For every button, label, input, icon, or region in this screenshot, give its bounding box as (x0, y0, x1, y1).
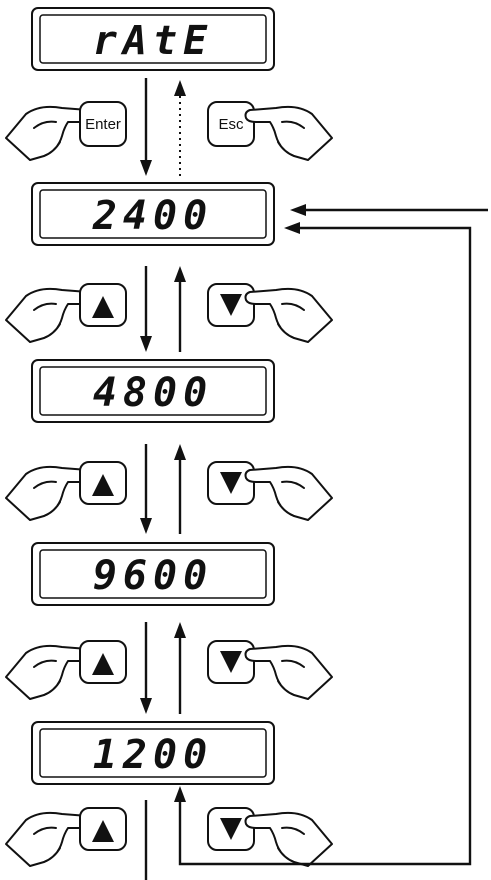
enter-key[interactable]: Enter (80, 102, 126, 146)
row-up-down-2 (6, 462, 332, 520)
down-key[interactable] (208, 462, 254, 504)
incoming-arrowhead (290, 204, 306, 216)
display-4800: 4800 (32, 360, 274, 422)
down-arrowhead (140, 160, 152, 176)
display-rate: rAtE (32, 8, 274, 70)
down-key[interactable] (208, 284, 254, 326)
up-key[interactable] (80, 641, 126, 683)
display-4800-text: 4800 (93, 370, 213, 416)
right-hand-icon (246, 646, 333, 699)
right-hand-icon (246, 813, 333, 866)
loop-return-arrowhead (284, 222, 300, 234)
down-arrowhead (140, 698, 152, 714)
up-key[interactable] (80, 808, 126, 850)
display-1200: 1200 (32, 722, 274, 784)
right-hand-icon (246, 107, 333, 160)
up-key[interactable] (80, 284, 126, 326)
esc-key-label: Esc (218, 116, 244, 133)
right-hand-icon (246, 289, 333, 342)
row-up-down-3 (6, 641, 332, 699)
up-arrowhead (174, 266, 186, 282)
row-up-down-4 (6, 808, 332, 866)
display-2400: 2400 (32, 183, 274, 245)
row-up-down-1 (6, 284, 332, 342)
down-arrowhead (140, 518, 152, 534)
display-9600: 9600 (32, 543, 274, 605)
down-arrowhead (140, 336, 152, 352)
up-key[interactable] (80, 462, 126, 504)
esc-key[interactable]: Esc (208, 102, 254, 146)
right-hand-icon (246, 467, 333, 520)
display-9600-text: 9600 (93, 553, 213, 599)
down-key[interactable] (208, 808, 254, 850)
row-enter-esc: Enter Esc (6, 102, 332, 160)
display-1200-text: 1200 (93, 732, 213, 778)
up-arrowhead (174, 444, 186, 460)
up-arrowhead (174, 786, 186, 802)
up-arrowhead (174, 80, 186, 96)
display-2400-text: 2400 (92, 193, 213, 239)
enter-key-label: Enter (85, 116, 121, 133)
display-rate-text: rAtE (93, 18, 213, 64)
down-key[interactable] (208, 641, 254, 683)
up-arrowhead (174, 622, 186, 638)
